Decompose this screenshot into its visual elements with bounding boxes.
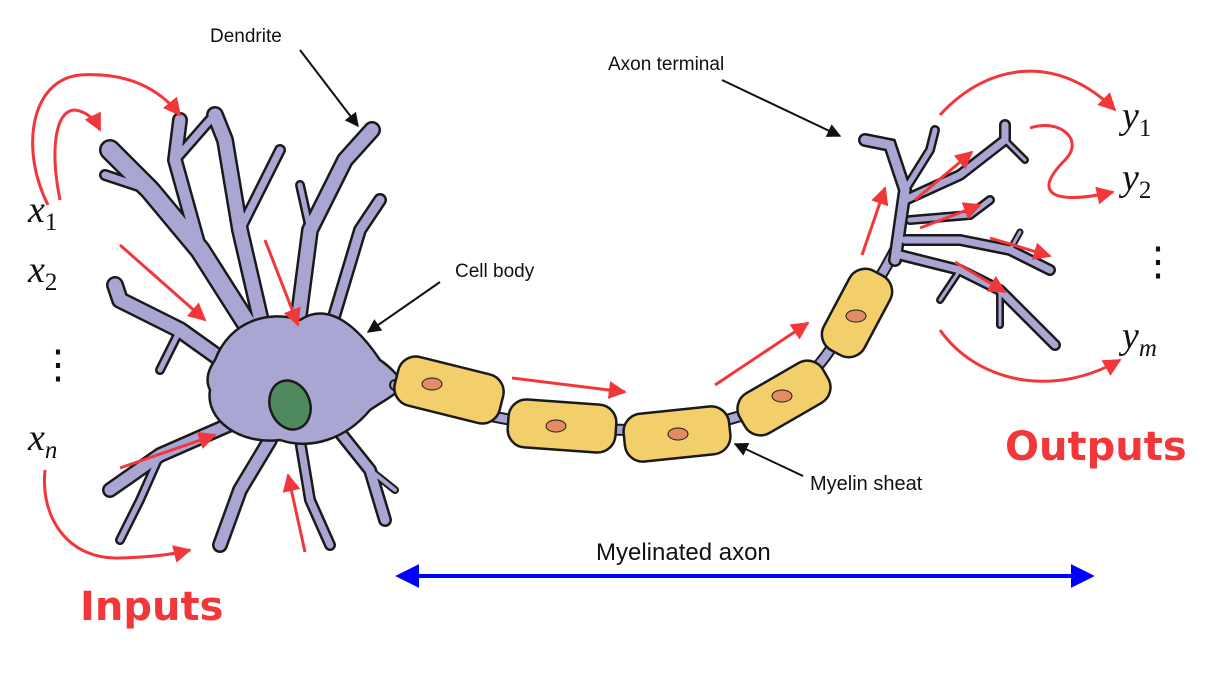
label-myelin-sheath: Myelin sheat [810, 473, 923, 495]
label-myelinated-axon: Myelinated axon [596, 539, 771, 566]
output-variables: y1 y2 ⋮ ym [1118, 95, 1178, 362]
label-axon-terminal: Axon terminal [608, 54, 724, 75]
input-x1: x1 [27, 189, 57, 236]
output-curve-arrow [938, 69, 1117, 117]
myelin-nuclei [421, 309, 867, 441]
inputs-title: Inputs [80, 584, 223, 630]
cell-body-callout-line [366, 281, 441, 333]
terminal-signal-arrow [914, 150, 974, 202]
axon-signal-arrow [511, 376, 627, 399]
neuron-soma-group [99, 106, 407, 553]
myelin-nucleus [667, 427, 689, 441]
myelin-segment [393, 355, 505, 425]
dendrite-callout-line [299, 49, 359, 128]
output-ym: ym [1118, 315, 1157, 362]
myelin-nucleus [545, 419, 567, 433]
input-ellipsis: ⋮ [38, 342, 78, 387]
axon-terminal-callout-line [721, 79, 842, 137]
input-curve-arrow [53, 108, 102, 201]
input-x2: x2 [27, 249, 57, 296]
terminal-signal-arrow [989, 236, 1052, 260]
myelin-nucleus [771, 389, 793, 403]
dendrite-signal-arrow [119, 243, 207, 322]
label-dendrite: Dendrite [210, 26, 282, 47]
dendrite-signal-arrow [263, 239, 301, 327]
axon-terminal-branches [858, 119, 1061, 351]
input-xn: xn [27, 417, 57, 464]
signal-arrows [31, 69, 1122, 563]
axon-signal-arrow [860, 186, 889, 256]
outputs-title: Outputs [1005, 424, 1187, 470]
terminal-signal-arrow [919, 202, 982, 230]
axon-signal-arrow [714, 321, 810, 387]
callouts [299, 49, 842, 477]
output-curve-arrow [938, 329, 1122, 383]
myelin-nucleus [421, 377, 443, 391]
dendrite-signal-arrow [119, 431, 217, 470]
input-variables: x1 x2 ⋮ xn [27, 189, 78, 464]
terminal-signal-arrow [954, 260, 1007, 294]
output-y1: y1 [1118, 95, 1151, 142]
input-curve-arrow [42, 469, 192, 563]
output-ellipsis: ⋮ [1138, 239, 1178, 284]
myelin-callout-line [733, 443, 804, 477]
cell-nucleus [268, 379, 312, 431]
axon [389, 244, 901, 463]
dendrite-signal-arrow [282, 473, 307, 553]
output-y2: y2 [1118, 157, 1151, 204]
label-cell-body: Cell body [455, 261, 535, 282]
output-curve-arrow [1029, 124, 1115, 205]
myelin-nucleus [845, 309, 867, 323]
input-curve-arrow [31, 73, 182, 206]
